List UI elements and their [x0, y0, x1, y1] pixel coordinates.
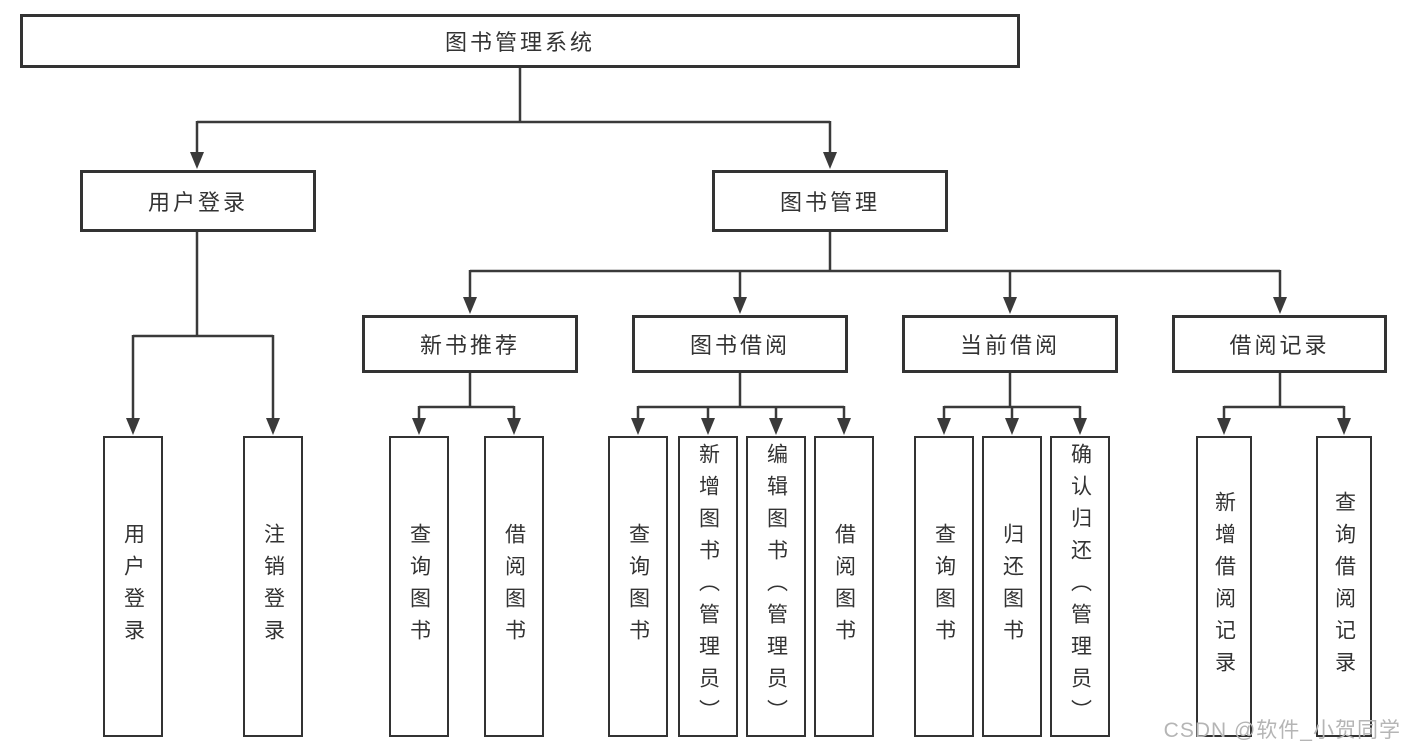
leaf-user-login: 用户登录: [103, 436, 163, 737]
leaf-logout: 注销登录: [243, 436, 303, 737]
leaf-query-books-recommend: 查询图书: [389, 436, 449, 737]
leaf-borrow-books: 借阅图书: [814, 436, 874, 737]
leaf-add-borrow-record: 新增借阅记录: [1196, 436, 1252, 737]
leaf-confirm-return-admin: 确认归还（管理员）: [1050, 436, 1110, 737]
leaf-query-borrow-record: 查询借阅记录: [1316, 436, 1372, 737]
leaf-borrow-books-recommend: 借阅图书: [484, 436, 544, 737]
node-root: 图书管理系统: [20, 14, 1020, 68]
leaf-query-books-current: 查询图书: [914, 436, 974, 737]
node-book-borrow: 图书借阅: [632, 315, 848, 373]
leaf-return-books: 归还图书: [982, 436, 1042, 737]
leaf-edit-book-admin: 编辑图书（管理员）: [746, 436, 806, 737]
leaf-add-book-admin: 新增图书（管理员）: [678, 436, 738, 737]
node-current-borrow: 当前借阅: [902, 315, 1118, 373]
csdn-watermark: CSDN @软件_小贺同学: [1163, 719, 1401, 742]
node-borrow-records: 借阅记录: [1172, 315, 1387, 373]
node-new-book-recommend: 新书推荐: [362, 315, 578, 373]
leaf-query-books-borrow: 查询图书: [608, 436, 668, 737]
node-book-management: 图书管理: [712, 170, 948, 232]
node-user-login: 用户登录: [80, 170, 316, 232]
